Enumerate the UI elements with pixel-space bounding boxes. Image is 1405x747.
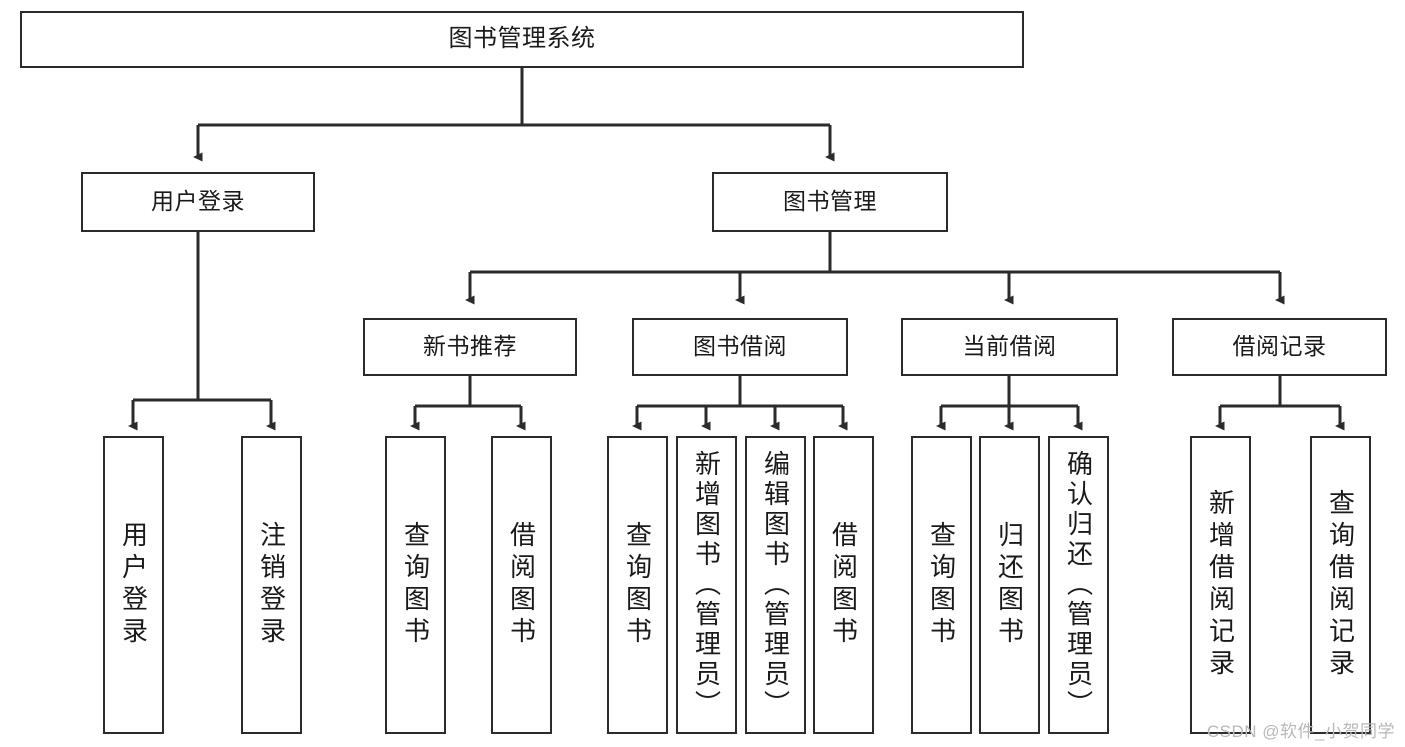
leaf-book-borrow-add-book-admin[interactable]: 新增图书（管理员） [676,436,737,734]
leaf-book-borrow-query-book[interactable]: 查询图书 [607,436,668,734]
leaf-borrow-record-add-record[interactable]: 新增借阅记录 [1190,436,1251,734]
node-user-login[interactable]: 用户登录 [81,172,315,232]
leaf-current-borrow-confirm-return-admin[interactable]: 确认归还（管理员） [1048,436,1109,734]
node-label: 新书推荐 [423,333,517,360]
node-label: 确认归还（管理员） [1063,450,1094,720]
leaf-new-book-query-book[interactable]: 查询图书 [385,436,446,734]
leaf-borrow-record-query-record[interactable]: 查询借阅记录 [1310,436,1371,734]
watermark-text: CSDN @软件_小贺同学 [1206,722,1395,741]
leaf-new-book-borrow-book[interactable]: 借阅图书 [491,436,552,734]
node-new-book-recommend[interactable]: 新书推荐 [363,318,577,376]
node-label: 注销登录 [256,521,287,649]
node-label: 新增借阅记录 [1205,489,1236,681]
node-root-book-management-system[interactable]: 图书管理系统 [20,11,1024,68]
node-label: 编辑图书（管理员） [760,450,791,720]
leaf-book-borrow-edit-book-admin[interactable]: 编辑图书（管理员） [745,436,806,734]
node-book-borrow[interactable]: 图书借阅 [632,318,848,376]
node-label: 新增图书（管理员） [691,450,722,720]
node-label: 当前借阅 [962,333,1057,360]
node-label: 借阅图书 [828,521,859,649]
leaf-current-borrow-query-book[interactable]: 查询图书 [911,436,972,734]
node-label: 查询图书 [622,521,653,649]
node-label: 用户登录 [118,521,149,649]
node-label: 查询图书 [400,521,431,649]
leaf-book-borrow-borrow-book[interactable]: 借阅图书 [813,436,874,734]
node-label: 图书借阅 [693,333,787,360]
node-book-management[interactable]: 图书管理 [712,172,948,232]
leaf-current-borrow-return-book[interactable]: 归还图书 [979,436,1040,734]
node-label: 图书管理 [783,188,877,215]
node-label: 图书管理系统 [448,25,596,53]
node-borrow-record[interactable]: 借阅记录 [1172,318,1387,376]
node-label: 查询图书 [926,521,957,649]
node-label: 用户登录 [151,188,245,215]
leaf-user-login-logout[interactable]: 注销登录 [241,436,302,734]
node-current-borrow[interactable]: 当前借阅 [901,318,1118,376]
node-label: 归还图书 [994,521,1025,649]
leaf-user-login-login[interactable]: 用户登录 [103,436,164,734]
node-label: 查询借阅记录 [1325,489,1356,681]
node-label: 借阅图书 [506,521,537,649]
node-label: 借阅记录 [1232,333,1327,360]
